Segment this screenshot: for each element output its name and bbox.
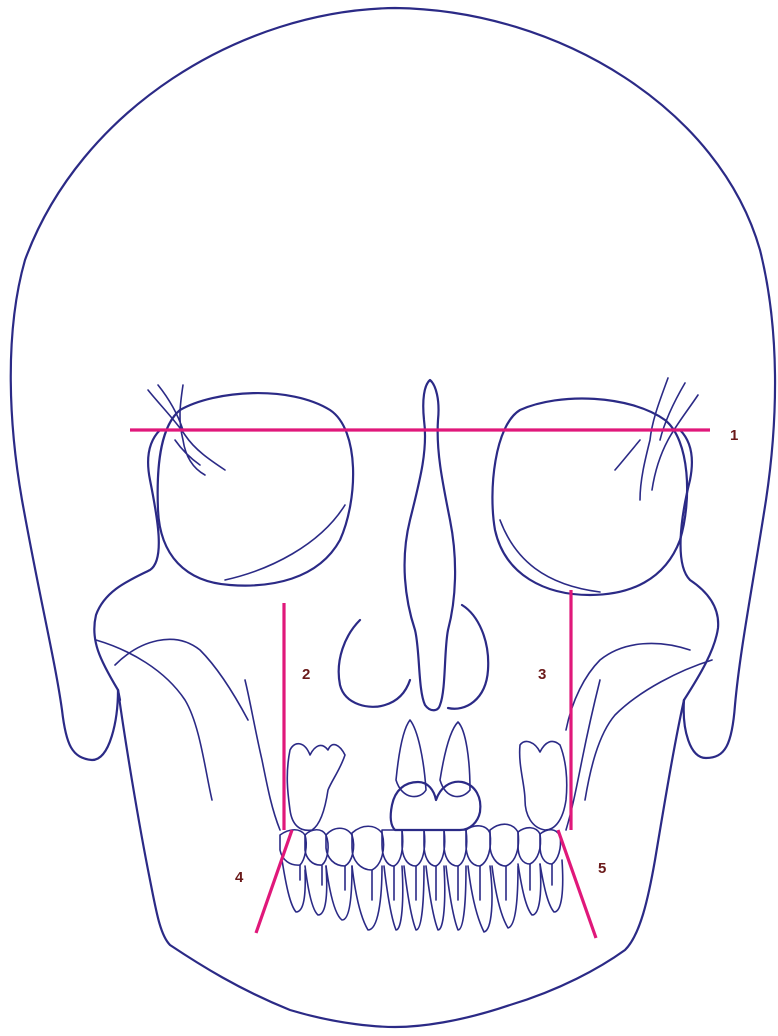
label-3: 3 bbox=[538, 666, 546, 683]
left-inner-arch bbox=[96, 640, 212, 800]
label-4: 4 bbox=[235, 869, 244, 886]
right-nasal-ala bbox=[448, 605, 488, 709]
right-inner-arch bbox=[585, 660, 712, 800]
mandible-outline bbox=[118, 690, 684, 1027]
left-central-incisor bbox=[396, 720, 426, 797]
left-orbit bbox=[158, 393, 353, 585]
left-ramus-inner bbox=[245, 680, 280, 830]
lower-tooth-row bbox=[282, 860, 563, 932]
right-zygomatic-arch bbox=[566, 643, 690, 730]
label-1: 1 bbox=[730, 427, 738, 444]
label-5: 5 bbox=[598, 860, 606, 877]
right-orbit-floor bbox=[500, 520, 600, 592]
right-orbit bbox=[492, 399, 687, 595]
left-upper-canine bbox=[287, 744, 345, 831]
left-zygomatic-arch bbox=[115, 639, 248, 720]
right-central-incisor bbox=[440, 722, 470, 797]
left-nasal-ala bbox=[339, 620, 410, 707]
left-orbit-floor bbox=[225, 505, 345, 580]
label-2: 2 bbox=[302, 666, 310, 683]
incisor-crowns bbox=[391, 782, 481, 830]
cranium-outline bbox=[11, 8, 775, 760]
left-zygoma-contour bbox=[94, 430, 160, 690]
reference-line-5 bbox=[558, 830, 596, 938]
right-upper-canine bbox=[520, 741, 567, 830]
